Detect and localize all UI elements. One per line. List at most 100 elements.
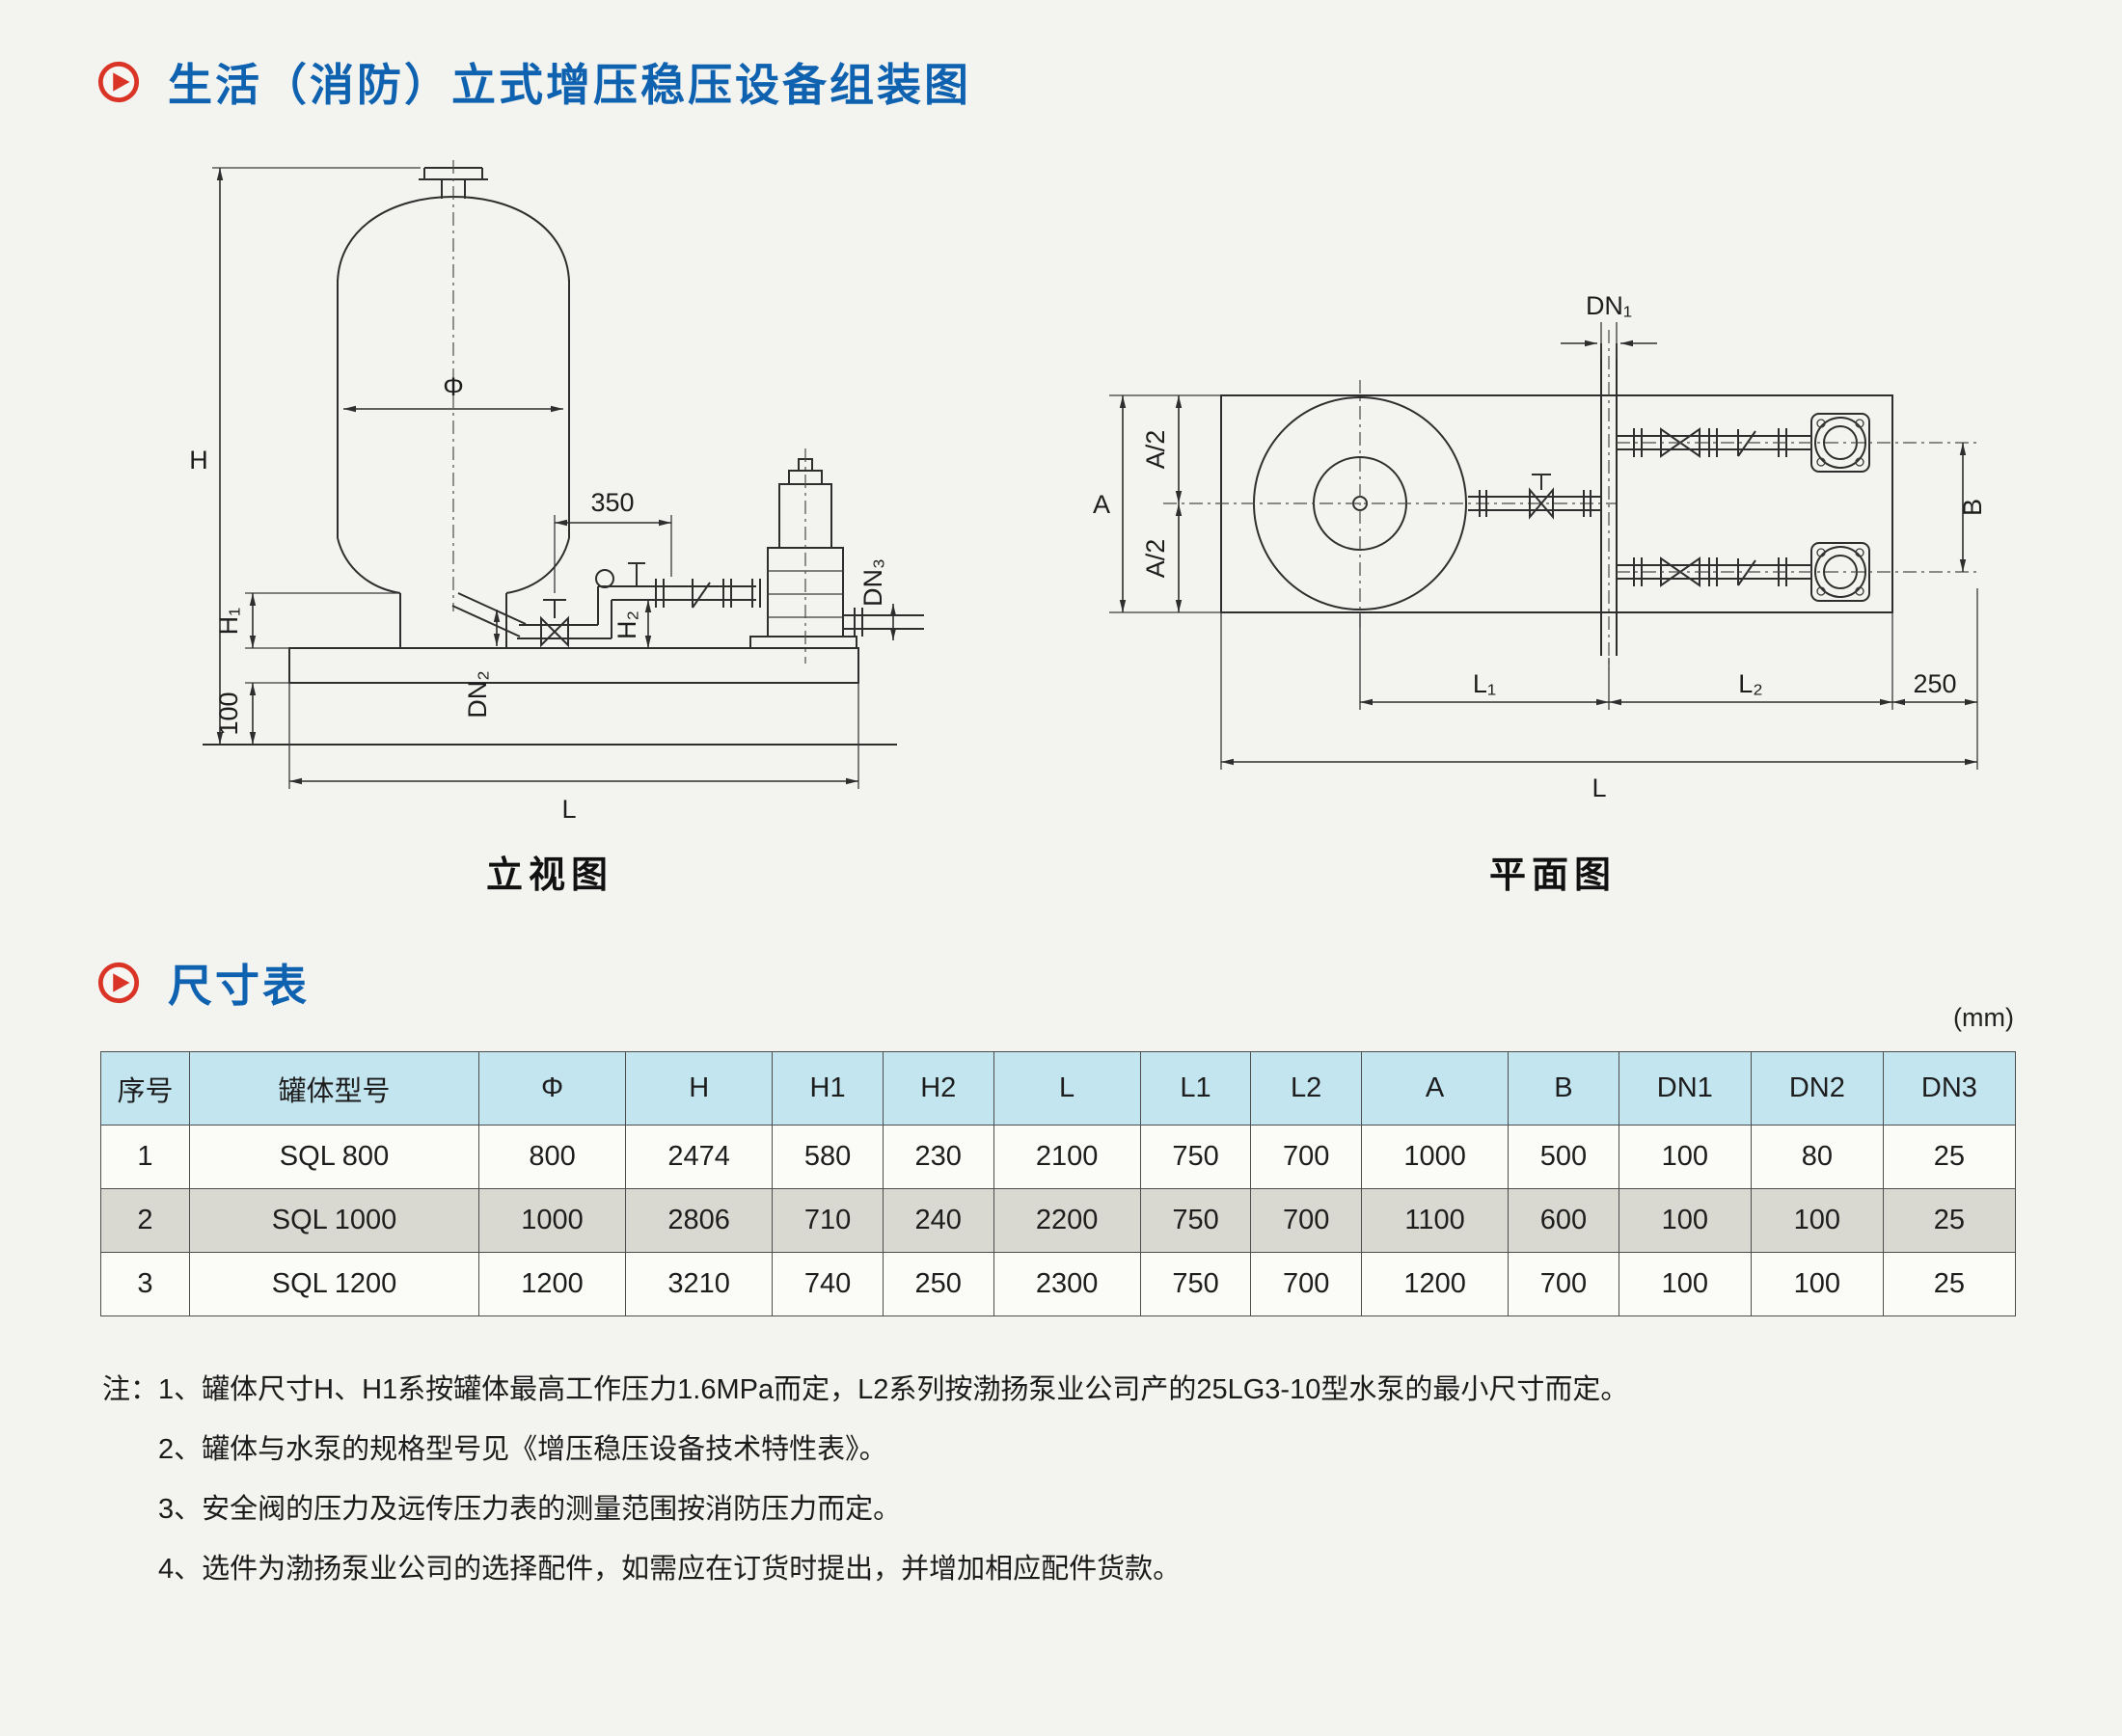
table-cell: 580 xyxy=(772,1125,884,1189)
dim-label-H: H xyxy=(189,446,208,475)
assembly-title-row: 生活（消防）立式增压稳压设备组装图 xyxy=(96,50,971,114)
pipe-run-top xyxy=(1617,413,1977,473)
table-cell: 1000 xyxy=(1361,1125,1510,1189)
table-cell: 2300 xyxy=(993,1252,1141,1316)
dim-label-A2-bottom: A/2 xyxy=(1141,539,1170,579)
dimension-table-title-row: 尺寸表 xyxy=(96,951,310,1015)
tank-connector-pipe xyxy=(1468,474,1601,520)
unit-label: (mm) xyxy=(1953,1003,2014,1032)
note-text: 2、罐体与水泵的规格型号见《增压稳压设备技术特性表》。 xyxy=(158,1434,887,1465)
dim-label-A2-top: A/2 xyxy=(1141,430,1170,470)
column-header: H1 xyxy=(772,1051,884,1126)
note-line: 4、选件为渤扬泵业公司的选择配件，如需应在订货时提出，并增加相应配件货款。 xyxy=(158,1549,1628,1589)
note-text: 3、安全阀的压力及远传压力表的测量范围按消防压力而定。 xyxy=(158,1494,902,1525)
table-cell: 710 xyxy=(772,1188,884,1253)
dim-label-B: B xyxy=(1958,499,1987,516)
pump-assembly xyxy=(749,448,924,664)
tank-outline xyxy=(337,160,570,648)
red-play-icon xyxy=(97,61,140,103)
dim-label-L2: L₂ xyxy=(1738,669,1763,698)
table-cell: 750 xyxy=(1139,1252,1252,1316)
table-cell: SQL 1200 xyxy=(189,1252,479,1316)
table-cell: 240 xyxy=(882,1188,994,1253)
table-cell: 700 xyxy=(1508,1252,1619,1316)
table-cell: 2 xyxy=(100,1188,190,1253)
table-cell: 800 xyxy=(477,1125,627,1189)
column-header: H xyxy=(625,1051,774,1126)
plan-view-drawing: DN₁ A A/2 A/2 B xyxy=(1071,287,2035,832)
table-cell: SQL 800 xyxy=(189,1125,479,1189)
dimension-section-title: 尺寸表 xyxy=(168,961,310,1011)
note-text: 1、罐体尺寸H、H1系按罐体最高工作压力1.6MPa而定，L2系列按渤扬泵业公司… xyxy=(158,1374,1629,1405)
elevation-svg: H Φ H₁ 100 350 H₂ xyxy=(189,160,924,824)
dim-label-350: 350 xyxy=(590,488,634,517)
table-cell: 740 xyxy=(772,1252,884,1316)
dim-label-250: 250 xyxy=(1913,669,1956,698)
plan-dimensions: DN₁ A A/2 A/2 B xyxy=(1093,291,1987,802)
dim-label-H2: H₂ xyxy=(612,610,641,639)
table-cell: 25 xyxy=(1882,1252,2017,1316)
table-cell: 700 xyxy=(1250,1125,1363,1189)
table-cell: 100 xyxy=(1750,1188,1884,1253)
column-header: H2 xyxy=(882,1051,994,1126)
tank-top-view xyxy=(1163,380,1616,631)
table-cell: 2200 xyxy=(993,1188,1141,1253)
table-cell: 1100 xyxy=(1361,1188,1510,1253)
note-prefix: 注： xyxy=(102,1374,159,1405)
column-header: L xyxy=(993,1051,1141,1126)
column-header: 序号 xyxy=(100,1051,190,1126)
table-cell: 100 xyxy=(1618,1188,1752,1253)
table-cell: SQL 1000 xyxy=(189,1188,479,1253)
dim-label-A: A xyxy=(1093,490,1110,519)
pipe-run-bottom xyxy=(1617,542,1977,602)
table-cell: 1200 xyxy=(1361,1252,1510,1316)
column-header: DN3 xyxy=(1882,1051,2017,1126)
note-line: 2、罐体与水泵的规格型号见《增压稳压设备技术特性表》。 xyxy=(158,1429,1628,1470)
table-cell: 3210 xyxy=(625,1252,774,1316)
note-line: 注： 1、罐体尺寸H、H1系按罐体最高工作压力1.6MPa而定，L2系列按渤扬泵… xyxy=(102,1370,1628,1410)
table-cell: 100 xyxy=(1618,1125,1752,1189)
dim-label-DN1: DN₁ xyxy=(1586,291,1632,320)
column-header: B xyxy=(1508,1051,1619,1126)
table-cell: 750 xyxy=(1139,1188,1252,1253)
elevation-dimensions: H Φ H₁ 100 350 H₂ xyxy=(189,167,897,824)
dim-label-L1: L₁ xyxy=(1473,669,1496,698)
note-line: 3、安全阀的压力及远传压力表的测量范围按消防压力而定。 xyxy=(158,1489,1628,1530)
base-and-floor xyxy=(203,647,897,746)
table-cell: 600 xyxy=(1508,1188,1619,1253)
table-cell: 80 xyxy=(1750,1125,1884,1189)
column-header: Φ xyxy=(477,1051,627,1126)
table-cell: 3 xyxy=(100,1252,190,1316)
table-cell: 1000 xyxy=(477,1188,627,1253)
dim-label-H1: H₁ xyxy=(214,608,243,636)
table-cell: 1200 xyxy=(477,1252,627,1316)
table-cell: 750 xyxy=(1139,1125,1252,1189)
table-cell: 2474 xyxy=(625,1125,774,1189)
column-header: DN2 xyxy=(1750,1051,1884,1126)
dim-label-L: L xyxy=(561,795,576,824)
column-header: DN1 xyxy=(1618,1051,1752,1126)
table-cell: 500 xyxy=(1508,1125,1619,1189)
table-cell: 1 xyxy=(100,1125,190,1189)
table-cell: 25 xyxy=(1882,1125,2017,1189)
column-header: 罐体型号 xyxy=(189,1051,479,1126)
header-pipe xyxy=(1600,330,1618,669)
table-cell: 250 xyxy=(882,1252,994,1316)
note-text: 4、选件为渤扬泵业公司的选择配件，如需应在订货时提出，并增加相应配件货款。 xyxy=(158,1554,1182,1585)
suction-piping xyxy=(451,562,761,648)
red-play-icon xyxy=(97,962,140,1004)
table-cell: 100 xyxy=(1618,1252,1752,1316)
plan-svg: DN₁ A A/2 A/2 B xyxy=(1093,291,1987,802)
dim-label-100: 100 xyxy=(214,692,243,735)
notes-block: 注： 1、罐体尺寸H、H1系按罐体最高工作压力1.6MPa而定，L2系列按渤扬泵… xyxy=(102,1370,1628,1609)
table-cell: 2100 xyxy=(993,1125,1141,1189)
dim-label-DN2: DN₂ xyxy=(463,670,492,718)
